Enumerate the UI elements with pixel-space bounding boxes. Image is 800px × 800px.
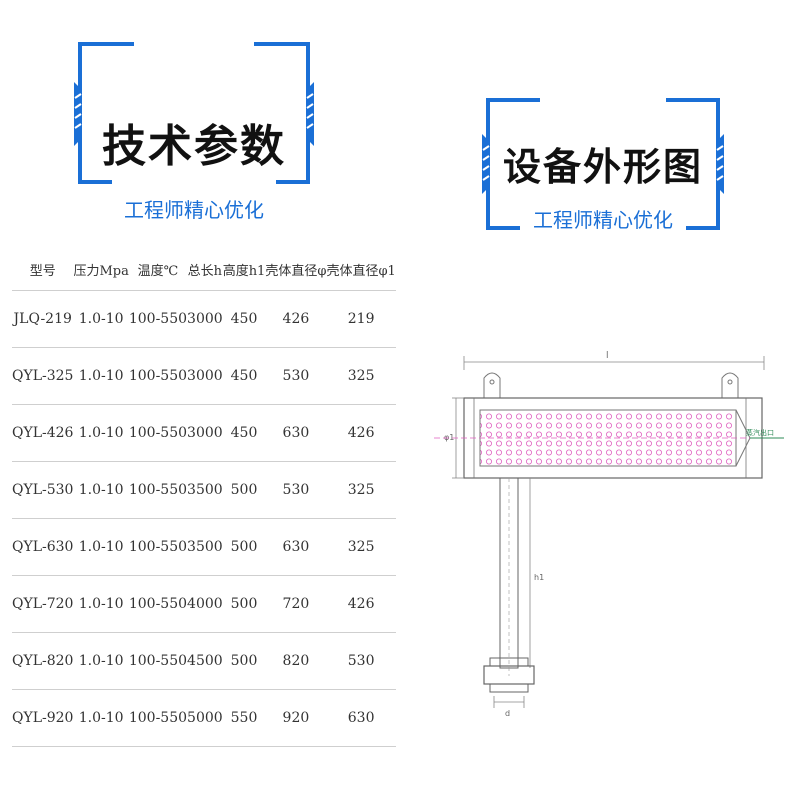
cell-shell-diameter: 720 (265, 575, 327, 633)
cell-shell-diameter-1: 325 (326, 461, 396, 519)
cell-height: 500 (222, 518, 266, 576)
col-header-shell-diameter-1: 壳体直径φ1 (326, 263, 396, 279)
cell-height: 450 (222, 347, 266, 405)
cell-temperature: 100-550 (128, 290, 188, 348)
equipment-outline-drawing: l φ1 蒸汽出口 h1 d (434, 351, 784, 718)
tech-params-title: 技术参数 (102, 121, 286, 172)
col-header-height: 高度h1 (222, 263, 266, 279)
col-header-model: 型号 (29, 263, 56, 279)
cell-model: QYL-920 (12, 689, 74, 747)
table-header-row: 型号 压力Mpa 温度℃ 总长h 高度h1 壳体直径φ 壳体直径φ1 (12, 248, 396, 291)
tech-params-header: 技术参数 工程师精心优化 (72, 38, 316, 222)
cell-shell-diameter: 920 (265, 689, 327, 747)
cell-temperature: 100-550 (128, 632, 188, 690)
cell-shell-diameter-1: 630 (326, 689, 396, 747)
outline-drawing-header: 设备外形图 工程师精心优化 (480, 94, 726, 234)
cell-height: 500 (222, 575, 266, 633)
cell-model: JLQ-219 (12, 290, 74, 348)
cell-pressure: 1.0-10 (73, 461, 129, 519)
cell-shell-diameter-1: 426 (326, 575, 396, 633)
col-header-temperature: 温度℃ (137, 263, 179, 279)
parameter-table: 型号 压力Mpa 温度℃ 总长h 高度h1 壳体直径φ 壳体直径φ1 JLQ-2… (12, 248, 396, 747)
cell-shell-diameter: 530 (265, 347, 327, 405)
lifting-lug-left-hole (489, 379, 495, 385)
header-frame-right-decoration (482, 98, 724, 230)
dimension-length: l (463, 351, 765, 370)
cell-pressure: 1.0-10 (73, 404, 129, 462)
cell-pressure: 1.0-10 (73, 290, 129, 348)
cell-length: 3500 (187, 461, 223, 519)
cell-pressure: 1.0-10 (73, 575, 129, 633)
cell-height: 450 (222, 290, 266, 348)
col-header-shell-diameter: 壳体直径φ (265, 263, 327, 279)
cell-length: 4500 (187, 632, 223, 690)
cell-temperature: 100-550 (128, 575, 188, 633)
cell-height: 550 (222, 689, 266, 747)
dimension-diameter-label: φ1 (444, 433, 454, 442)
cell-model: QYL-530 (12, 461, 74, 519)
cell-model: QYL-426 (12, 404, 74, 462)
cell-temperature: 100-550 (128, 461, 188, 519)
lifting-lug-left (483, 372, 501, 398)
cell-model: QYL-720 (12, 575, 74, 633)
table-row: QYL-630 1.0-10 100-550 3500 500 630 325 (12, 518, 396, 576)
cell-model: QYL-820 (12, 632, 74, 690)
cell-model: QYL-630 (12, 518, 74, 576)
cell-temperature: 100-550 (128, 347, 188, 405)
cell-shell-diameter-1: 325 (326, 518, 396, 576)
cell-shell-diameter: 630 (265, 404, 327, 462)
dimension-d-label: d (505, 709, 510, 718)
table-row: QYL-920 1.0-10 100-550 5000 550 920 630 (12, 689, 396, 747)
cell-length: 3000 (187, 290, 223, 348)
cell-length: 3000 (187, 404, 223, 462)
cell-shell-diameter: 630 (265, 518, 327, 576)
cell-model: QYL-325 (12, 347, 74, 405)
col-header-pressure: 压力Mpa (73, 263, 129, 279)
cell-height: 500 (222, 461, 266, 519)
table-row: QYL-820 1.0-10 100-550 4500 500 820 530 (12, 632, 396, 690)
outline-drawing-subtitle: 工程师精心优化 (533, 208, 673, 232)
flange-bottom (489, 683, 529, 693)
table-row: QYL-325 1.0-10 100-550 3000 450 530 325 (12, 347, 396, 405)
cell-pressure: 1.0-10 (73, 689, 129, 747)
table-row: QYL-426 1.0-10 100-550 3000 450 630 426 (12, 404, 396, 462)
cell-temperature: 100-550 (128, 689, 188, 747)
table-row: QYL-530 1.0-10 100-550 3500 500 530 325 (12, 461, 396, 519)
cell-height: 450 (222, 404, 266, 462)
cell-shell-diameter-1: 426 (326, 404, 396, 462)
cell-length: 3000 (187, 347, 223, 405)
cell-shell-diameter-1: 325 (326, 347, 396, 405)
steam-outlet-label: 蒸汽出口 (746, 428, 774, 437)
cell-height: 500 (222, 632, 266, 690)
outline-drawing-title: 设备外形图 (502, 145, 703, 189)
cell-shell-diameter: 530 (265, 461, 327, 519)
dimension-length-label: l (606, 351, 609, 361)
cell-pressure: 1.0-10 (73, 632, 129, 690)
header-frame-left-decoration (74, 42, 314, 184)
cell-length: 3500 (187, 518, 223, 576)
lifting-lug-right-hole (727, 379, 733, 385)
cell-length: 4000 (187, 575, 223, 633)
cell-pressure: 1.0-10 (73, 347, 129, 405)
cell-temperature: 100-550 (128, 518, 188, 576)
lifting-lug-right (721, 372, 739, 398)
table-row: QYL-720 1.0-10 100-550 4000 500 720 426 (12, 575, 396, 633)
tech-params-subtitle: 工程师精心优化 (124, 198, 264, 222)
cell-shell-diameter-1: 219 (326, 290, 396, 348)
cell-pressure: 1.0-10 (73, 518, 129, 576)
col-header-length: 总长h (187, 263, 223, 279)
cell-length: 5000 (187, 689, 223, 747)
cell-temperature: 100-550 (128, 404, 188, 462)
cell-shell-diameter-1: 530 (326, 632, 396, 690)
table-row: JLQ-219 1.0-10 100-550 3000 450 426 219 (12, 290, 396, 348)
cell-shell-diameter: 820 (265, 632, 327, 690)
dimension-height-label: h1 (534, 573, 544, 582)
cell-shell-diameter: 426 (265, 290, 327, 348)
